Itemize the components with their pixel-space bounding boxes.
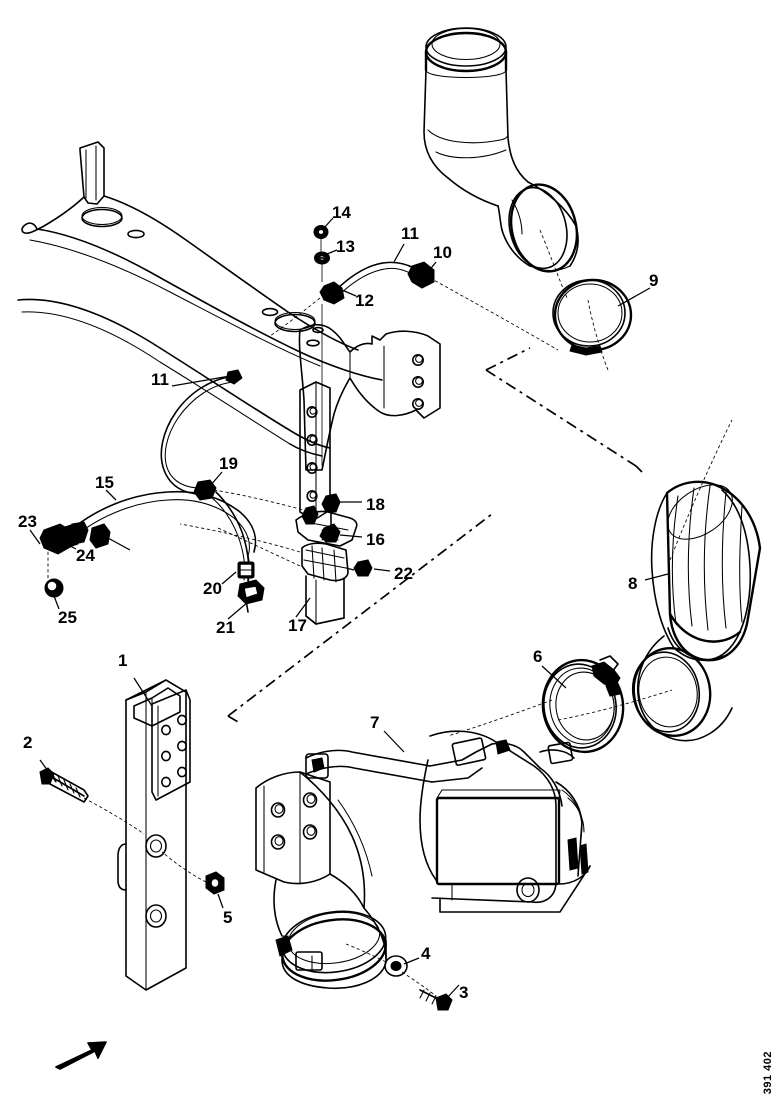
- callout-24: 24: [76, 546, 95, 565]
- callout-2: 2: [23, 733, 33, 752]
- callout-3: 3: [459, 983, 469, 1002]
- frame-crossmember: [17, 141, 383, 457]
- callout-4: 4: [421, 944, 431, 963]
- callout-14: 14: [332, 203, 351, 222]
- assembly-construction-lines: [227, 347, 643, 723]
- callout-21: 21: [216, 618, 235, 637]
- air-cleaner-housing: [255, 730, 591, 990]
- callout-9: 9: [649, 271, 659, 290]
- callout-6: 6: [533, 647, 543, 666]
- lower-hose-assembly: [160, 369, 319, 581]
- indicator-block: [179, 493, 373, 625]
- callout-22: 22: [394, 564, 413, 583]
- nut-5: [161, 851, 225, 895]
- clamp-ring-9: [552, 278, 633, 371]
- air-filter-element: [631, 419, 762, 742]
- intake-elbow: [423, 27, 579, 301]
- callout-19: 19: [219, 454, 238, 473]
- callout-12: 12: [355, 291, 374, 310]
- post-bracket: [117, 679, 191, 991]
- callout-23: 23: [18, 512, 37, 531]
- callout-15: 15: [95, 473, 114, 492]
- upper-hose-assembly: [269, 225, 559, 466]
- bolt-2: [39, 767, 145, 835]
- callout-20: 20: [203, 579, 222, 598]
- bracket-plate: [298, 323, 441, 521]
- callout-5: 5: [223, 908, 233, 927]
- callout-10: 10: [433, 243, 452, 262]
- callout-8: 8: [628, 574, 638, 593]
- callout-18: 18: [366, 495, 385, 514]
- washer-4: [345, 943, 408, 977]
- callout-11-upper: 11: [401, 224, 419, 243]
- direction-arrow-icon: [54, 1041, 107, 1070]
- drawing-number: 391 402: [762, 1050, 774, 1094]
- callout-1: 1: [118, 651, 128, 670]
- screw-3: [401, 971, 453, 1011]
- callout-13: 13: [336, 237, 355, 256]
- callout-11-lower: 11: [151, 370, 169, 389]
- callout-7: 7: [370, 713, 380, 732]
- callout-16: 16: [366, 530, 385, 549]
- vacuum-hose-assembly: [39, 490, 265, 613]
- callout-17: 17: [288, 616, 307, 635]
- v-band-clamp-6: [447, 655, 673, 754]
- callout-25: 25: [58, 608, 77, 627]
- callout-leader-lines: [29, 217, 669, 1000]
